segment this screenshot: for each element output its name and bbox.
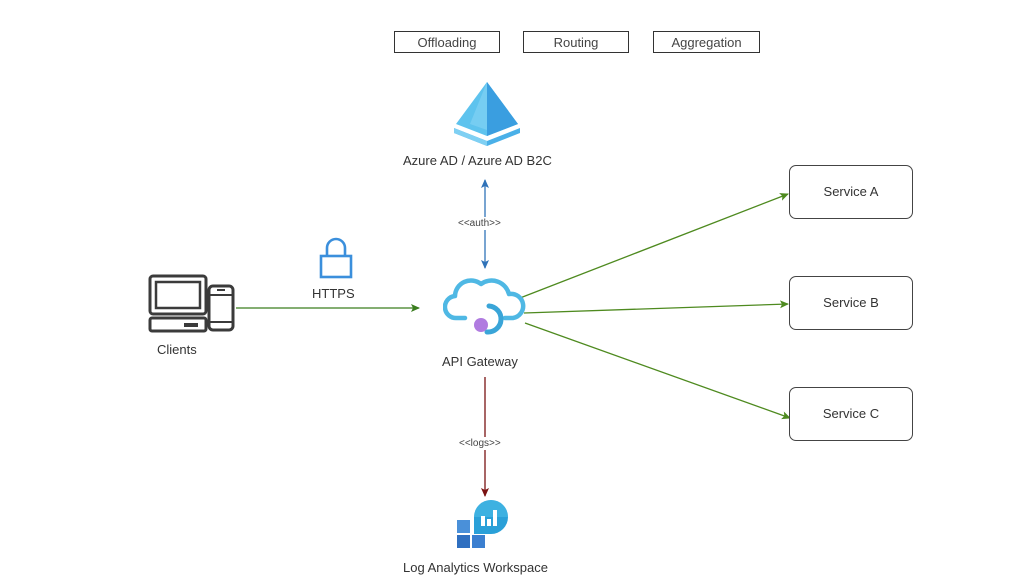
logs-connector-label: <<logs>> xyxy=(459,437,501,450)
https-label: HTTPS xyxy=(312,286,355,301)
azure-ad-pyramid-icon[interactable] xyxy=(452,80,522,148)
capability-routing[interactable]: Routing xyxy=(523,31,629,53)
service-c-connector xyxy=(524,322,791,420)
service-c-node[interactable]: Service C xyxy=(789,387,913,441)
service-b-connector xyxy=(523,300,789,314)
capability-offloading[interactable]: Offloading xyxy=(394,31,500,53)
service-a-connector xyxy=(519,193,789,299)
clients-label: Clients xyxy=(157,342,197,357)
service-b-node[interactable]: Service B xyxy=(789,276,913,330)
service-a-node[interactable]: Service A xyxy=(789,165,913,219)
gateway-label: API Gateway xyxy=(442,354,518,369)
capability-aggregation[interactable]: Aggregation xyxy=(653,31,760,53)
desktop-and-phone-icon[interactable] xyxy=(147,273,237,335)
api-gateway-cloud-icon[interactable] xyxy=(443,272,527,338)
log-analytics-label: Log Analytics Workspace xyxy=(403,560,548,575)
identity-label: Azure AD / Azure AD B2C xyxy=(403,153,552,168)
auth-connector-label: <<auth>> xyxy=(458,217,501,230)
log-analytics-icon[interactable] xyxy=(455,497,513,551)
lock-icon xyxy=(319,237,353,279)
